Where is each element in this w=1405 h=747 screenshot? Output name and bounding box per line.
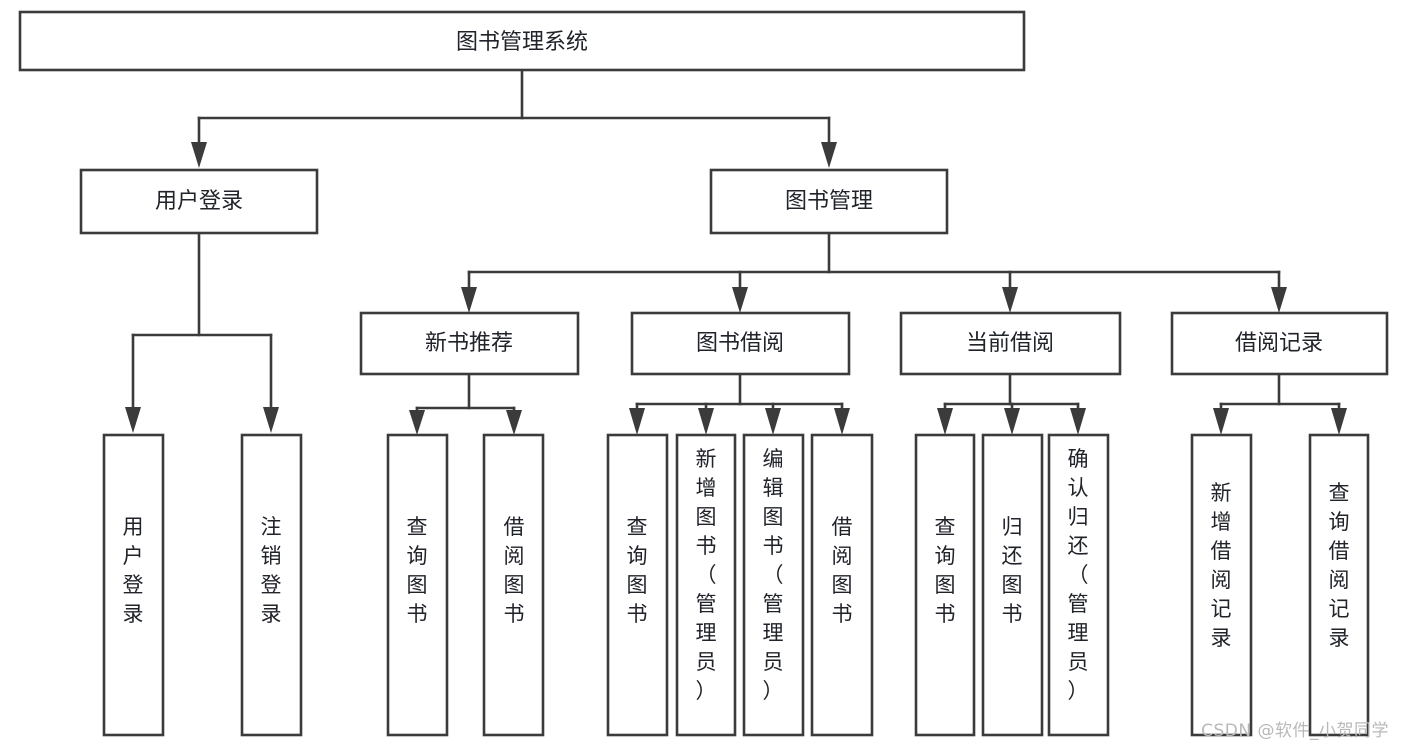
node-newbook-label: 新书推荐 [425, 331, 513, 356]
arrow-head-login [191, 142, 207, 168]
node-login[interactable]: 用户登录 [79, 168, 319, 235]
node-leaf-5-box[interactable] [606, 433, 669, 737]
node-leaf-7-box[interactable] [742, 433, 805, 737]
arrow-head-leaf-9 [937, 408, 953, 435]
node-current-label: 当前借阅 [966, 331, 1054, 356]
node-leaf-5[interactable]: 查询图书 [606, 433, 669, 737]
node-borrow[interactable]: 图书借阅 [630, 311, 851, 376]
node-leaf-7[interactable]: 编辑图书（管理员） [742, 433, 805, 737]
node-leaf-10-box[interactable] [981, 433, 1044, 737]
node-bookmgmt-label: 图书管理 [785, 189, 873, 214]
node-current-box[interactable] [899, 311, 1122, 376]
connector-layer [125, 68, 1347, 435]
node-leaf-1-box[interactable] [102, 433, 165, 737]
arrow-head-newbook [461, 287, 477, 313]
node-leaf-6[interactable]: 新增图书（管理员） [675, 433, 737, 737]
node-leaf-3-box[interactable] [386, 433, 449, 737]
node-leaf-5-label: 查询图书 [627, 515, 648, 626]
arrow-head-leaf-3 [409, 410, 425, 435]
node-leaf-4[interactable]: 借阅图书 [482, 433, 545, 737]
node-login-label: 用户登录 [155, 189, 243, 214]
node-bookmgmt-box[interactable] [709, 168, 949, 235]
node-records-box[interactable] [1170, 311, 1389, 376]
node-login-box[interactable] [79, 168, 319, 235]
node-bookmgmt[interactable]: 图书管理 [709, 168, 949, 235]
node-root-label: 图书管理系统 [456, 30, 588, 55]
node-leaf-3-label: 查询图书 [407, 515, 428, 626]
node-leaf-8-label: 借阅图书 [832, 515, 853, 626]
node-records-label: 借阅记录 [1235, 331, 1323, 356]
node-leaf-10-label: 归还图书 [1002, 515, 1023, 626]
node-leaf-6-box[interactable] [675, 433, 737, 737]
node-leaf-12-box[interactable] [1190, 433, 1253, 737]
node-leaf-1-label: 用户登录 [123, 515, 144, 626]
node-leaf-13-box[interactable] [1308, 433, 1370, 737]
arrow-head-leaf-10 [1004, 408, 1020, 435]
arrow-head-records [1271, 287, 1287, 313]
node-leaf-2[interactable]: 注销登录 [240, 433, 303, 737]
node-leaf-3[interactable]: 查询图书 [386, 433, 449, 737]
arrow-head-leaf-2 [263, 407, 279, 433]
arrow-head-current [1002, 287, 1018, 313]
node-leaf-13[interactable]: 查询借阅记录 [1308, 433, 1370, 737]
node-newbook-box[interactable] [359, 311, 580, 376]
node-leaf-11-label: 确认归还（管理员） [1068, 447, 1089, 703]
arrow-head-leaf-1 [125, 407, 141, 433]
arrow-head-borrow [732, 287, 748, 313]
node-leaf-4-box[interactable] [482, 433, 545, 737]
node-leaf-6-label: 新增图书（管理员） [696, 447, 717, 703]
arrow-head-leaf-4 [506, 410, 522, 435]
node-borrow-label: 图书借阅 [696, 331, 784, 356]
node-root[interactable]: 图书管理系统 [18, 10, 1026, 72]
node-leaf-12-label: 新增借阅记录 [1211, 481, 1232, 650]
node-leaf-9[interactable]: 查询图书 [914, 433, 976, 737]
node-leaf-10[interactable]: 归还图书 [981, 433, 1044, 737]
arrow-head-leaf-5 [629, 408, 645, 435]
node-leaf-2-label: 注销登录 [261, 515, 282, 626]
arrow-head-leaf-11 [1070, 408, 1086, 435]
node-records[interactable]: 借阅记录 [1170, 311, 1389, 376]
node-root-box[interactable] [18, 10, 1026, 72]
node-borrow-box[interactable] [630, 311, 851, 376]
arrow-head-bookmgmt [821, 142, 837, 168]
node-leaf-8[interactable]: 借阅图书 [810, 433, 874, 737]
node-leaf-4-label: 借阅图书 [504, 515, 525, 626]
node-leaf-12[interactable]: 新增借阅记录 [1190, 433, 1253, 737]
arrow-head-leaf-12 [1213, 408, 1229, 435]
node-leaf-11[interactable]: 确认归还（管理员） [1047, 433, 1110, 737]
node-leaf-11-box[interactable] [1047, 433, 1110, 737]
node-leaf-2-box[interactable] [240, 433, 303, 737]
node-leaf-1[interactable]: 用户登录 [102, 433, 165, 737]
arrow-head-leaf-8 [834, 408, 850, 435]
node-leaf-9-label: 查询图书 [935, 515, 956, 626]
arrow-head-leaf-13 [1331, 408, 1347, 435]
node-leaf-8-box[interactable] [810, 433, 874, 737]
node-leaf-9-box[interactable] [914, 433, 976, 737]
node-current[interactable]: 当前借阅 [899, 311, 1122, 376]
node-newbook[interactable]: 新书推荐 [359, 311, 580, 376]
node-leaf-13-label: 查询借阅记录 [1329, 481, 1350, 650]
arrow-head-leaf-7 [765, 408, 781, 435]
arrow-head-leaf-6 [698, 408, 714, 435]
node-leaf-7-label: 编辑图书（管理员） [763, 447, 784, 703]
